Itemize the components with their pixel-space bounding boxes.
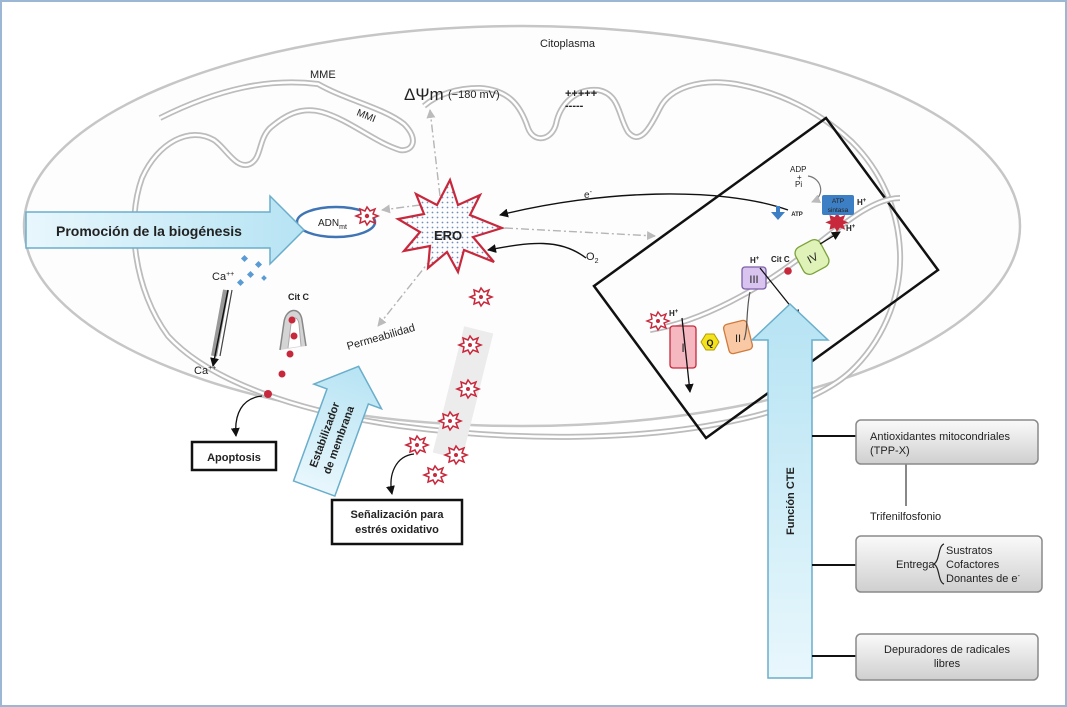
biogenesis-arrow: Promoción de la biogénesis	[25, 194, 306, 266]
ros-burst: ERO	[394, 177, 506, 275]
signaling-arrow	[386, 453, 415, 495]
complex-3	[741, 266, 767, 290]
membrane-potential-value: (−180 mV)	[448, 89, 500, 101]
cytoplasm-label: Citoplasma	[540, 38, 596, 50]
ros-effect-lines	[377, 109, 656, 327]
ros-burst-shape	[394, 177, 506, 275]
cytochrome-c-pore-label: Cit C	[288, 292, 309, 302]
ros-particles	[403, 286, 495, 486]
negative-charges: -----	[565, 100, 584, 112]
oxidative-signaling-box	[330, 498, 464, 546]
electron-leak-arrow	[499, 193, 789, 218]
membrane-stabilizer-arrow: Estabilizador de membrana	[292, 365, 384, 497]
delivery-brace	[932, 543, 945, 585]
scavengers-label-line2: libres	[934, 658, 961, 670]
cytochrome-c-label-inset: Cit C	[771, 255, 790, 264]
inset-frame	[592, 116, 940, 440]
down-arrow-icon	[771, 206, 785, 220]
cte-function-label: Función CTE	[785, 467, 797, 535]
outer-membrane-label: MME	[310, 69, 336, 81]
delivery-box: Entrega Sustratos Cofactores Donantes de…	[855, 535, 1043, 593]
apoptosis-label: Apoptosis	[207, 452, 261, 464]
ros-label: ERO	[434, 228, 462, 243]
cytochrome-c-molecule	[784, 267, 792, 275]
delivery-item-substrates: Sustratos	[946, 545, 993, 557]
signaling-label-line2: estrés oxidativo	[355, 524, 439, 536]
proton-label-c4: H+	[846, 224, 856, 233]
adp-label: ADP	[790, 165, 806, 174]
cytochrome-c-pore	[278, 309, 307, 378]
electron-label: e-	[584, 189, 593, 201]
svg-text:I: I	[681, 341, 684, 355]
mtdna-label: ADNmt	[318, 218, 347, 231]
proton-label-c3: H+	[750, 256, 760, 265]
antioxidants-label-line2: (TPP-X)	[870, 445, 910, 457]
svg-text:ATP: ATP	[832, 198, 844, 205]
positive-charges: +++++	[565, 88, 597, 100]
oxygen-label: O2	[586, 251, 599, 265]
svg-text:Q: Q	[706, 338, 713, 348]
calcium-ions	[236, 254, 267, 287]
tpp-label: Trifenilfosfonio	[870, 511, 941, 523]
svg-text:sintasa: sintasa	[828, 207, 849, 214]
proton-label-atp: H+	[857, 198, 867, 207]
biogenesis-label: Promoción de la biogénesis	[56, 223, 242, 239]
cytochrome-c-released	[264, 390, 272, 398]
antioxidants-box: Antioxidantes mitocondriales (TPP-X)	[855, 419, 1039, 465]
scavengers-box: Depuradores de radicales libres	[855, 633, 1039, 681]
electron-transport-inset: I H+ Q II III H+ Cit C IV H+ ADP + Pi AT…	[592, 116, 940, 440]
calcium-channel	[210, 289, 233, 367]
complex-2	[722, 319, 754, 355]
atp-burst	[825, 212, 849, 232]
scavengers-label-line1: Depuradores de radicales	[884, 644, 1010, 656]
signaling-label-line1: Señalización para	[351, 509, 445, 521]
complex-4-proton-arrow	[819, 231, 841, 245]
atp-synthase	[822, 195, 854, 215]
delivery-label: Entrega	[896, 559, 935, 571]
complex-4	[794, 239, 830, 275]
apoptosis-arrow	[230, 395, 263, 437]
svg-text:III: III	[749, 274, 758, 286]
svg-text:II: II	[735, 333, 741, 345]
calcium-out-label: Ca++	[194, 365, 216, 377]
oxygen-arrow	[487, 242, 587, 259]
membrane-potential-symbol: ΔΨm	[404, 85, 444, 104]
complex-1-proton-arrow	[681, 317, 694, 393]
strategy-connectors	[812, 435, 907, 657]
atp-label: ATP	[791, 212, 803, 218]
delivery-item-donors: Donantes de e-	[946, 573, 1021, 585]
pi-label: Pi	[795, 180, 802, 189]
antioxidants-label-line1: Antioxidantes mitocondriales	[870, 431, 1011, 443]
calcium-in-label: Ca++	[212, 271, 234, 283]
delivery-item-cofactors: Cofactores	[946, 559, 1000, 571]
apoptosis-box	[190, 440, 278, 472]
cte-function-arrow: Función CTE	[750, 302, 830, 679]
proton-label-c1: H+	[669, 309, 679, 318]
coenzyme-q	[700, 333, 720, 351]
plus-sign: +	[797, 173, 802, 182]
